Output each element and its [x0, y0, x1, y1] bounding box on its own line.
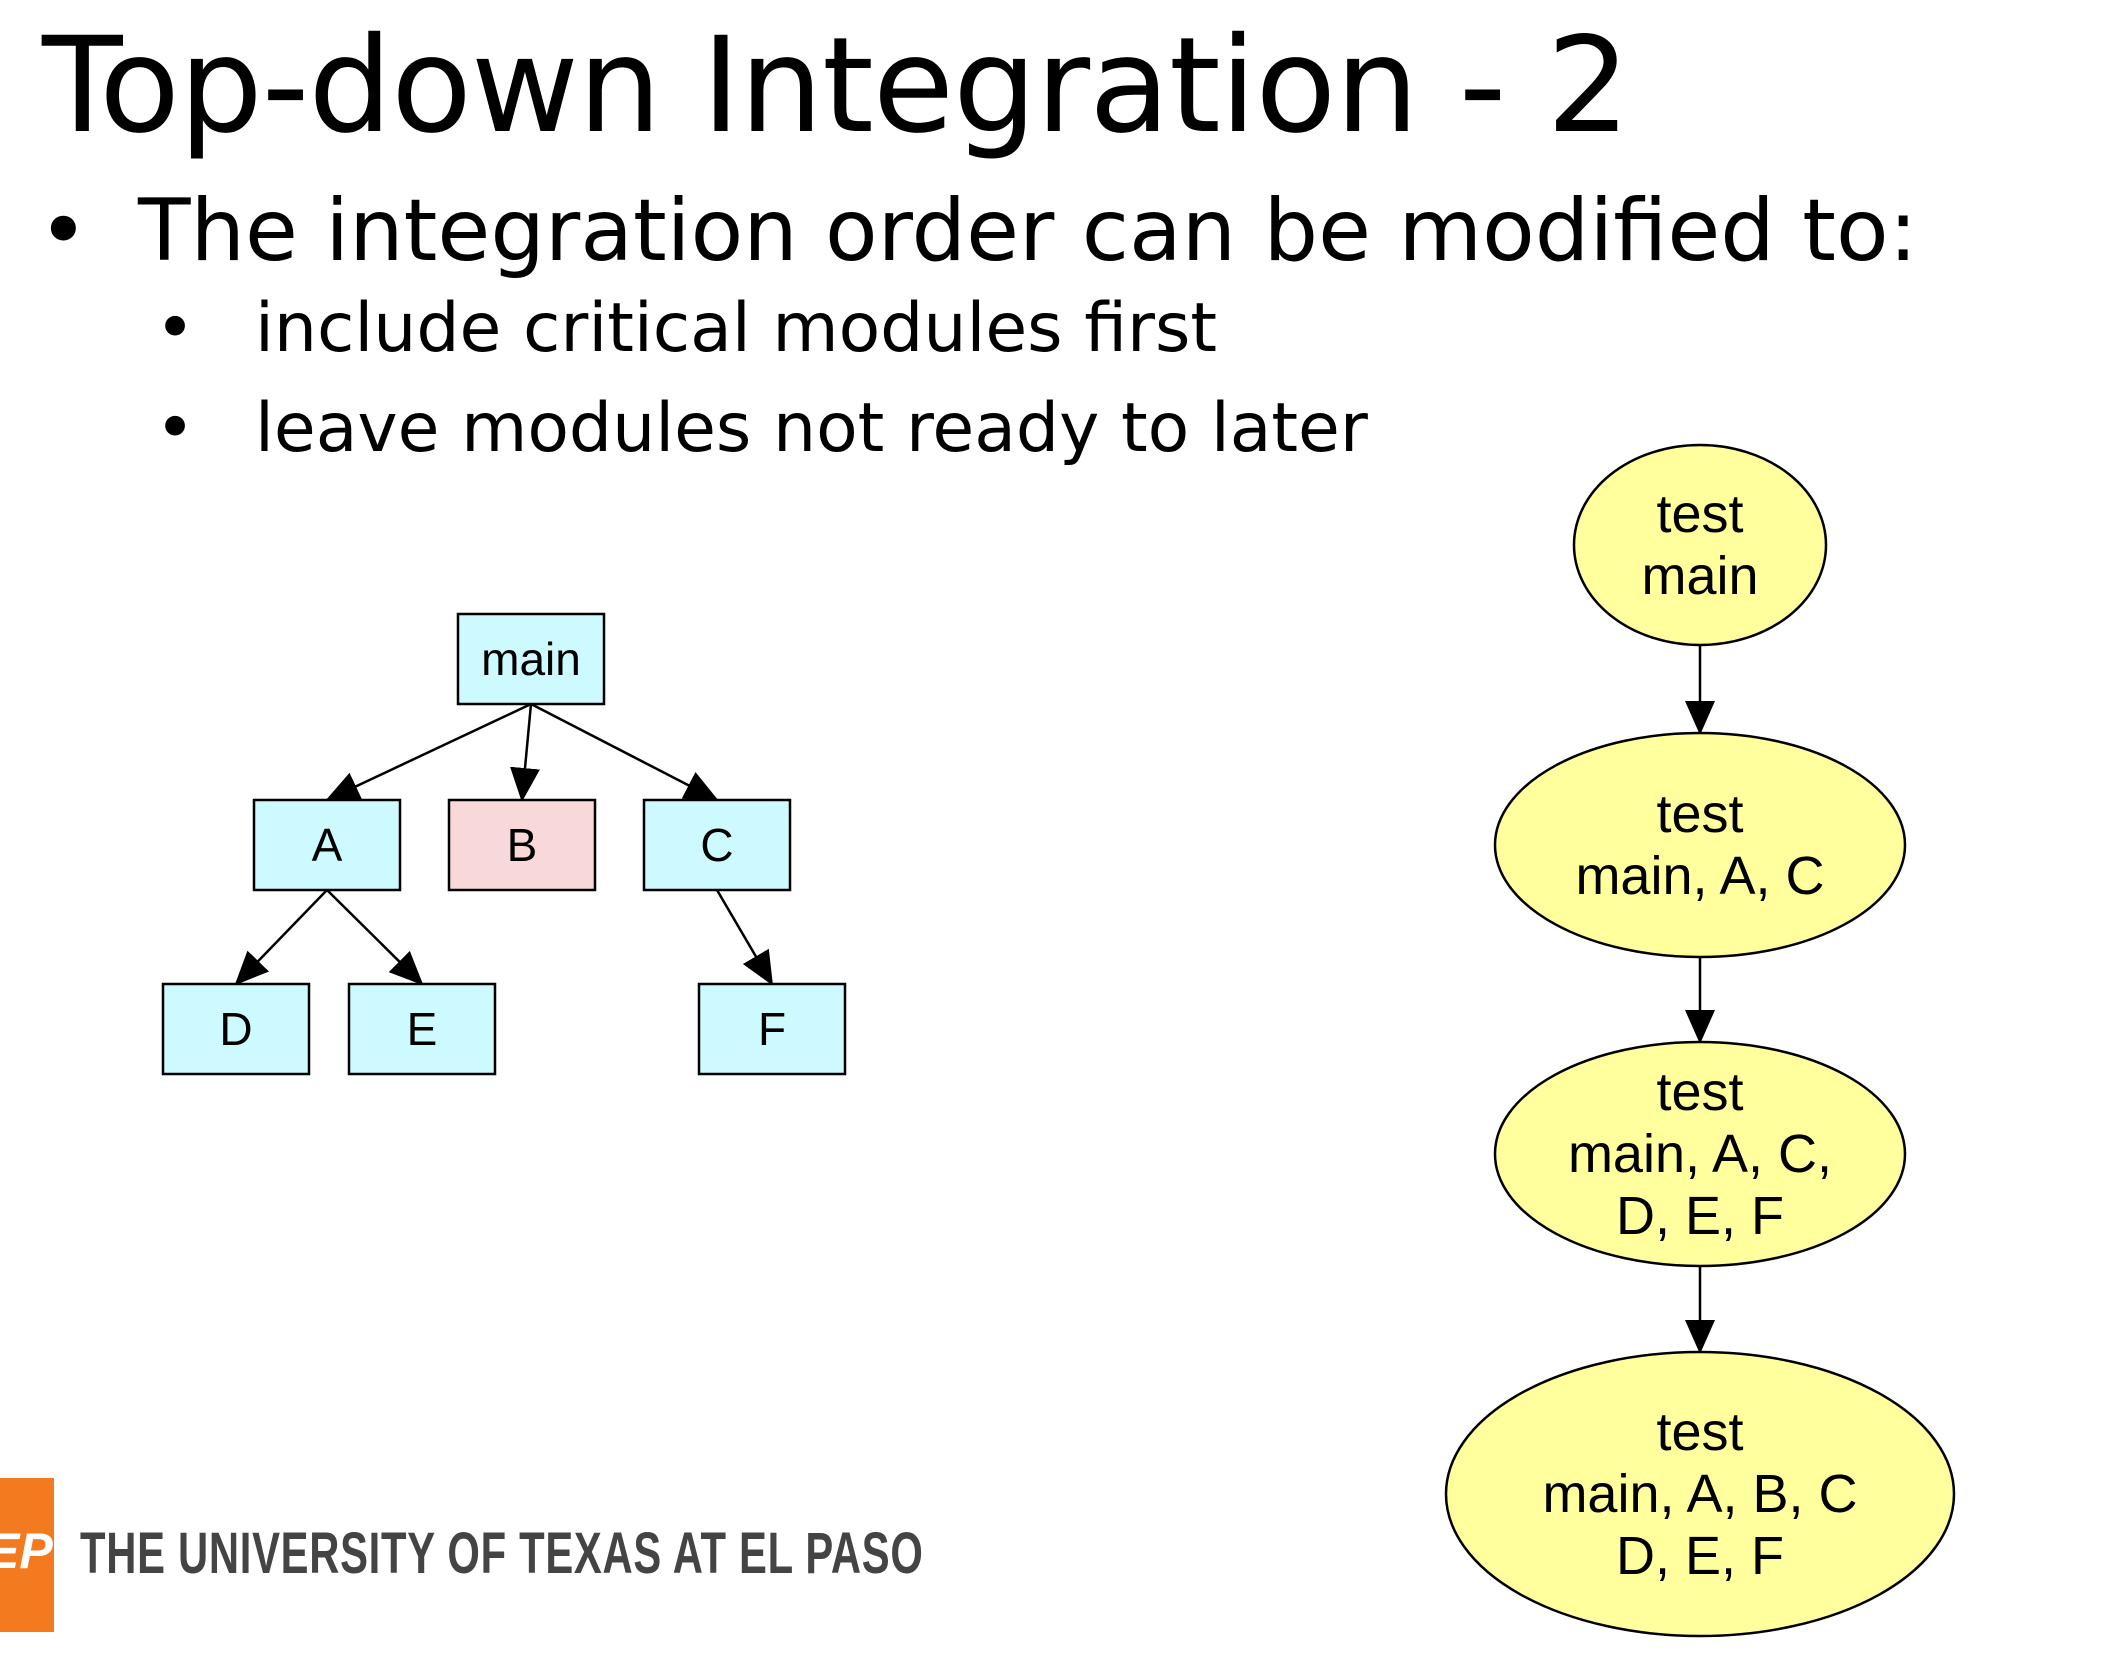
main-bullet-text: The integration order can be modified to… — [138, 181, 1918, 281]
sub-bullet-critical: • include critical modules first — [155, 289, 1218, 368]
module-node-c: C — [642, 798, 792, 892]
bullet-dot: • — [155, 289, 196, 368]
module-box — [347, 982, 497, 1076]
tree-edge-a-e — [326, 889, 424, 986]
tree-edge-main-a — [325, 702, 532, 802]
bullet-dot: • — [38, 181, 89, 281]
module-tree-edges — [234, 702, 774, 986]
utep-logo: EP — [0, 1478, 54, 1632]
test-step-ellipse — [1493, 1040, 1907, 1268]
test-step-line: main, A, C — [1575, 846, 1824, 906]
module-box — [252, 798, 402, 892]
module-label: E — [407, 1003, 438, 1055]
test-step-line: test — [1656, 484, 1743, 544]
test-step-line: test — [1656, 784, 1743, 844]
module-box — [697, 982, 847, 1076]
module-node-d: D — [161, 982, 311, 1076]
test-step-ellipse — [1493, 731, 1907, 959]
sub-bullet-later: • leave modules not ready to later — [155, 389, 1368, 468]
module-box — [161, 982, 311, 1076]
bullet-dot: • — [155, 389, 196, 468]
test-step-line: D, E, F — [1616, 1186, 1784, 1246]
module-node-main: main — [456, 612, 606, 706]
university-name: THE UNIVERSITY OF TEXAS AT EL PASO — [80, 1521, 924, 1586]
module-label: F — [758, 1003, 786, 1055]
main-bullet: • The integration order can be modified t… — [38, 182, 1918, 281]
module-node-e: E — [347, 982, 497, 1076]
tree-edge-a-d — [234, 889, 328, 986]
module-label: B — [507, 819, 538, 871]
test-step-ellipse — [1572, 443, 1828, 647]
slide-title: Top-down Integration - 2 — [42, 9, 1630, 163]
test-step-line: test — [1656, 1402, 1743, 1462]
module-node-b: B — [447, 798, 597, 892]
sub-bullet-text: include critical modules first — [255, 289, 1218, 368]
module-box — [447, 798, 597, 892]
module-node-f: F — [697, 982, 847, 1076]
tree-edge-c-f — [715, 889, 774, 986]
test-step-line: test — [1656, 1062, 1743, 1122]
module-label: C — [700, 819, 733, 871]
sub-bullet-text: leave modules not ready to later — [255, 389, 1368, 468]
test-step-line: D, E, F — [1616, 1526, 1784, 1586]
tree-edge-main-b — [510, 703, 540, 802]
module-node-a: A — [252, 798, 402, 892]
utep-logo-mark: EP — [0, 1523, 53, 1579]
test-step-line: main, A, B, C — [1542, 1464, 1857, 1524]
module-label: A — [312, 819, 343, 871]
module-label: D — [219, 1003, 252, 1055]
test-step-line: main, A, C, — [1568, 1124, 1832, 1184]
tree-edge-main-c — [530, 702, 719, 802]
module-box — [642, 798, 792, 892]
test-step-ellipse — [1444, 1350, 1956, 1638]
module-label: main — [481, 633, 581, 685]
test-step-line: main — [1641, 546, 1758, 606]
module-box — [456, 612, 606, 706]
